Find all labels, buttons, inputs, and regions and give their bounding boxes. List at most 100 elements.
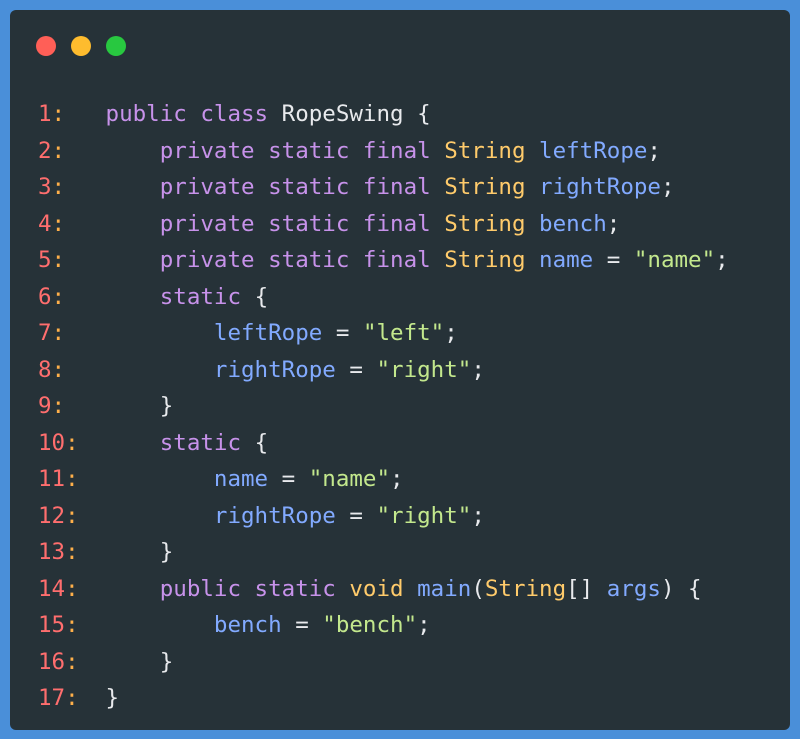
code-token-string: "left" bbox=[362, 320, 445, 346]
code-line: 3: private static final String rightRope… bbox=[38, 169, 729, 206]
code-token-type: String bbox=[444, 174, 540, 200]
line-number: 14: bbox=[38, 571, 92, 608]
line-number: 8: bbox=[38, 352, 92, 389]
code-token-plain: ; bbox=[660, 174, 675, 200]
line-number-colon: : bbox=[65, 466, 79, 492]
code-token-plain: = bbox=[593, 247, 634, 273]
code-token-keyword: static bbox=[159, 429, 255, 456]
code-token-string: "right" bbox=[376, 502, 472, 529]
line-number: 11: bbox=[38, 461, 92, 498]
line-number-colon: : bbox=[65, 685, 79, 711]
code-token-plain: ( bbox=[471, 575, 485, 602]
line-number: 13: bbox=[38, 534, 92, 571]
code-token-plain: = bbox=[335, 356, 377, 383]
code-token-plain: ; bbox=[715, 247, 729, 273]
code-token-plain: = bbox=[281, 612, 323, 638]
code-token-identifier: rightRope bbox=[539, 174, 661, 200]
code-indent bbox=[106, 466, 214, 492]
code-token-string: "bench" bbox=[322, 612, 418, 638]
code-token-type: String bbox=[444, 137, 540, 164]
code-token-plain: = bbox=[322, 320, 363, 346]
code-token-plain: } bbox=[159, 393, 174, 419]
line-number-colon: : bbox=[65, 539, 79, 565]
code-line: 14: public static void main(String[] arg… bbox=[38, 571, 729, 608]
line-number: 9: bbox=[38, 388, 92, 425]
line-number-colon: : bbox=[51, 283, 66, 310]
code-token-keyword: static bbox=[159, 283, 255, 310]
line-number-colon: : bbox=[65, 502, 79, 529]
line-number: 10: bbox=[38, 425, 92, 462]
line-number-colon: : bbox=[51, 174, 66, 200]
line-number-digits: 12 bbox=[38, 502, 66, 529]
code-token-type: void bbox=[349, 575, 418, 602]
line-number: 5: bbox=[38, 242, 92, 279]
code-token-plain: = bbox=[268, 466, 309, 492]
line-number: 17: bbox=[38, 680, 92, 717]
line-number-digits: 17 bbox=[38, 685, 66, 711]
code-line: 4: private static final String bench; bbox=[38, 206, 729, 243]
code-line: 5: private static final String name = "n… bbox=[38, 242, 729, 279]
line-number: 3: bbox=[38, 169, 92, 206]
code-line: 12: rightRope = "right"; bbox=[38, 498, 729, 535]
code-block: 1: public class RopeSwing {2: private st… bbox=[38, 96, 729, 717]
code-token-string: "right" bbox=[376, 356, 472, 383]
line-number-digits: 1 bbox=[38, 101, 52, 127]
line-number-colon: : bbox=[65, 612, 79, 638]
code-token-identifier: leftRope bbox=[213, 320, 323, 346]
code-line: 13: } bbox=[38, 534, 729, 571]
code-line: 6: static { bbox=[38, 279, 729, 316]
code-token-identifier: name bbox=[539, 247, 594, 273]
code-token-plain: { bbox=[254, 429, 269, 456]
code-token-plain: ; bbox=[647, 137, 661, 164]
line-number-digits: 9 bbox=[38, 393, 52, 419]
line-number-digits: 4 bbox=[38, 210, 52, 237]
code-window: 1: public class RopeSwing {2: private st… bbox=[10, 10, 790, 730]
code-line: 10: static { bbox=[38, 425, 729, 462]
line-number-digits: 13 bbox=[38, 539, 66, 565]
line-number: 4: bbox=[38, 206, 92, 243]
maximize-dot-icon[interactable] bbox=[106, 36, 126, 56]
code-token-string: "name" bbox=[308, 466, 391, 492]
code-token-plain: ) { bbox=[660, 575, 702, 602]
close-dot-icon[interactable] bbox=[36, 36, 56, 56]
minimize-dot-icon[interactable] bbox=[71, 36, 91, 56]
code-token-keyword: private static final bbox=[159, 247, 445, 273]
code-line: 15: bench = "bench"; bbox=[38, 607, 729, 644]
line-number-colon: : bbox=[51, 210, 66, 237]
code-token-plain: = bbox=[335, 502, 377, 529]
code-indent bbox=[106, 430, 160, 456]
line-number-colon: : bbox=[65, 575, 79, 602]
line-number-digits: 5 bbox=[38, 247, 52, 273]
line-number-digits: 10 bbox=[38, 429, 66, 456]
code-token-plain: ; bbox=[471, 356, 485, 383]
code-token-type: String bbox=[444, 210, 540, 237]
code-token-identifier: leftRope bbox=[539, 137, 648, 164]
code-token-keyword: public class bbox=[105, 101, 282, 127]
code-token-plain: { bbox=[254, 283, 269, 310]
code-token-keyword: private static final bbox=[159, 137, 445, 164]
line-number-colon: : bbox=[51, 320, 66, 346]
line-number-digits: 8 bbox=[38, 356, 52, 383]
code-token-keyword: public static bbox=[159, 575, 350, 602]
code-token-identifier: main bbox=[417, 575, 472, 602]
code-token-identifier: args bbox=[606, 575, 661, 602]
line-number: 16: bbox=[38, 644, 92, 681]
code-token-keyword: private static final bbox=[159, 210, 445, 237]
code-token-identifier: rightRope bbox=[213, 356, 336, 383]
code-indent bbox=[106, 503, 214, 529]
line-number: 7: bbox=[38, 315, 92, 352]
code-line: 9: } bbox=[38, 388, 729, 425]
code-indent bbox=[106, 576, 160, 602]
code-token-plain: ; bbox=[417, 612, 431, 638]
code-line: 16: } bbox=[38, 644, 729, 681]
code-indent bbox=[106, 320, 214, 346]
code-token-plain: ; bbox=[390, 466, 404, 492]
code-token-keyword: private static final bbox=[159, 174, 445, 200]
line-number-colon: : bbox=[51, 356, 66, 383]
line-number: 12: bbox=[38, 498, 92, 535]
code-indent bbox=[106, 174, 160, 200]
line-number-colon: : bbox=[51, 247, 66, 273]
code-token-plain: [] bbox=[566, 575, 607, 602]
line-number-digits: 14 bbox=[38, 575, 66, 602]
code-indent bbox=[106, 612, 214, 638]
